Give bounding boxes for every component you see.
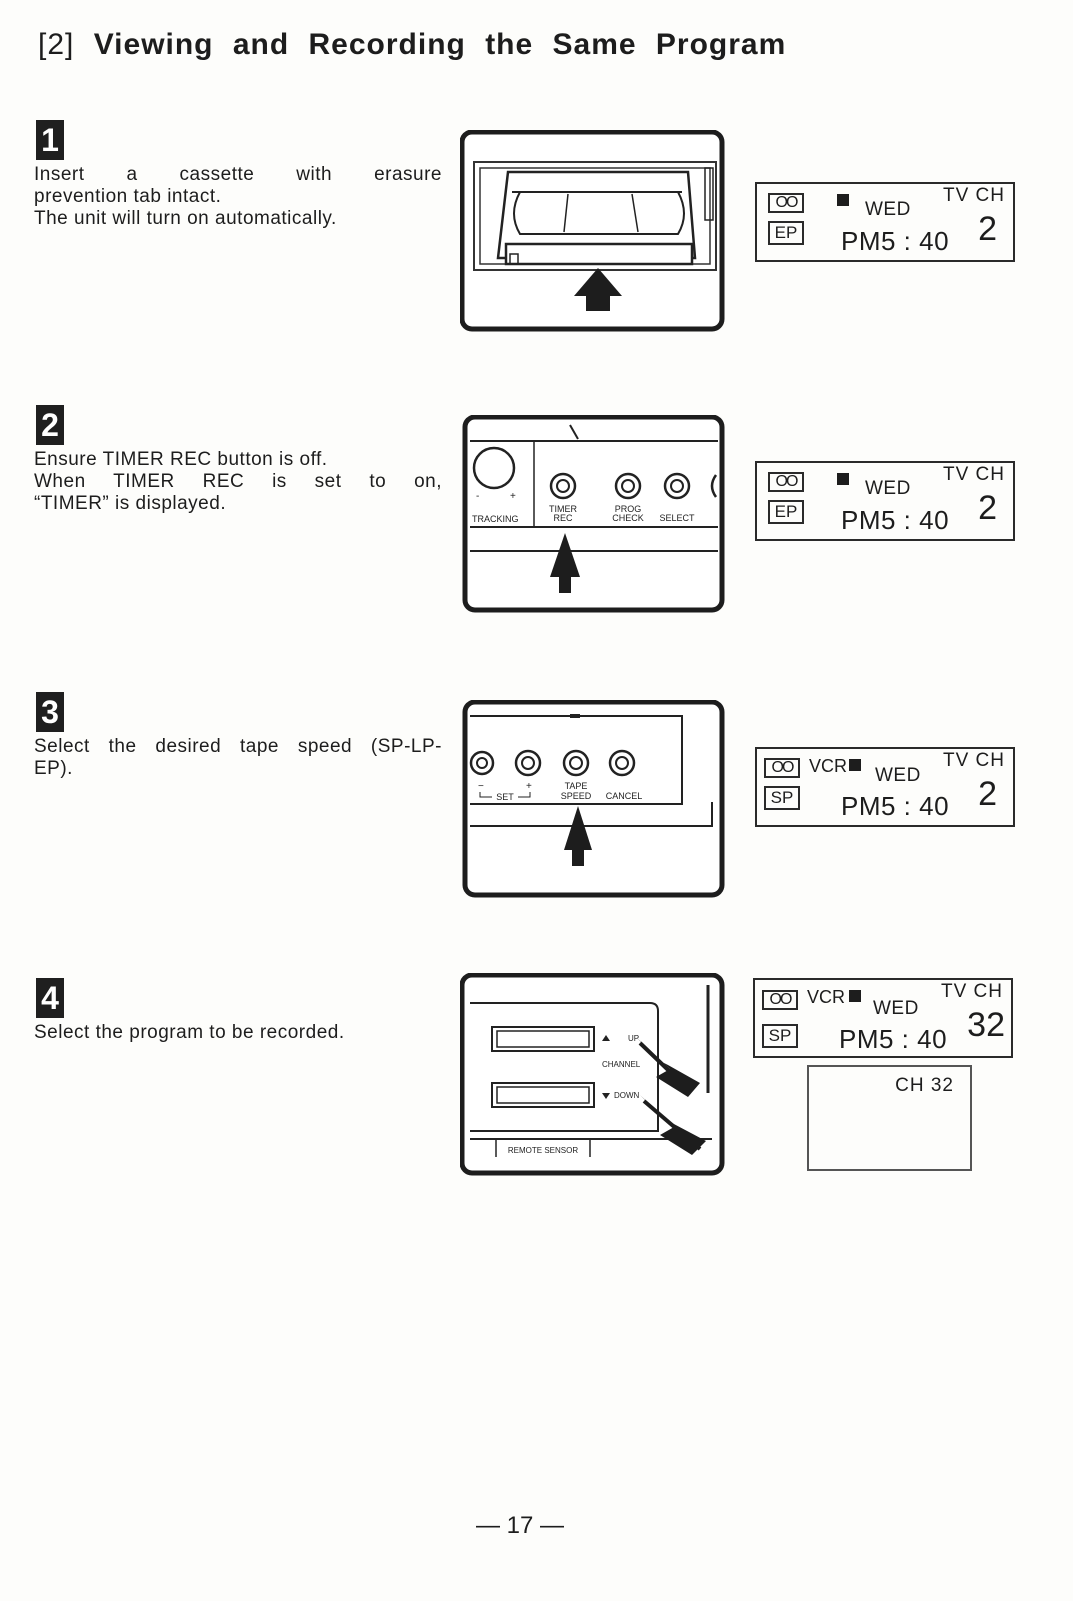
tape-speed-indicator: EP	[768, 221, 804, 245]
instruction-line: prevention tab intact.	[34, 186, 222, 207]
step-number: 4	[36, 978, 64, 1018]
cassette-icon: OO	[768, 193, 804, 213]
step-number: 2	[36, 405, 64, 445]
step-number: 3	[36, 692, 64, 732]
arrow-down-pointer-icon	[640, 1095, 706, 1155]
tape-label: TAPE	[565, 781, 588, 791]
instruction-line: Insert a cassette with erasure	[34, 164, 442, 185]
prog-label: PROG	[615, 504, 642, 514]
tracking-label: TRACKING	[472, 514, 519, 524]
stop-square-icon	[849, 990, 861, 1002]
vcr-display: OO SP VCR WED TV CH PM5 : 40 32	[753, 978, 1013, 1058]
arrow-up-pointer-icon	[636, 1037, 700, 1097]
cancel-button-icon	[608, 749, 636, 777]
page-title: [2] Viewing and Recording the Same Progr…	[38, 28, 786, 62]
title-text: Viewing and Recording the Same Program	[93, 28, 787, 61]
tape-speed-indicator: EP	[768, 500, 804, 524]
instruction-line: When TIMER REC is set to on,	[34, 471, 442, 492]
step-instructions: Insert a cassette with erasure preventio…	[34, 164, 442, 230]
tv-screen-channel-text: CH 32	[895, 1075, 954, 1096]
prog-check-button-icon	[614, 472, 642, 500]
time-readout: PM5 : 40	[841, 791, 950, 821]
vcr-display: OO EP WED TV CH PM5 : 40 2	[755, 182, 1015, 262]
channel-number: 2	[978, 775, 997, 813]
tv-ch-label: TV CH	[941, 981, 1003, 1002]
down-triangle-icon	[602, 1093, 610, 1099]
set-plus-button-icon	[514, 749, 542, 777]
check-label: CHECK	[612, 513, 644, 523]
instruction-line: Select the program to be recorded.	[34, 1022, 345, 1043]
tv-screen: CH 32	[807, 1065, 972, 1171]
rec-label: REC	[553, 513, 573, 523]
stop-square-icon	[837, 473, 849, 485]
channel-number: 2	[978, 210, 997, 248]
set-minus-button-icon	[469, 750, 495, 776]
stop-square-icon	[849, 759, 861, 771]
set-label: SET	[496, 792, 514, 802]
day-indicator: WED	[873, 998, 919, 1019]
day-indicator: WED	[865, 199, 911, 220]
vcr-indicator: VCR	[809, 756, 848, 776]
instruction-line: Select the desired tape speed (SP-LP-	[34, 736, 442, 757]
remote-sensor-label: REMOTE SENSOR	[508, 1146, 578, 1155]
cancel-label: CANCEL	[606, 791, 643, 801]
section-number: [2]	[38, 28, 75, 61]
stop-square-icon	[837, 194, 849, 206]
cassette-insert-illustration	[460, 130, 725, 332]
instruction-line: EP).	[34, 758, 73, 779]
tape-speed-button-icon	[562, 749, 590, 777]
timer-rec-button-icon	[549, 472, 577, 500]
time-readout: PM5 : 40	[841, 226, 950, 256]
plus-label: +	[510, 491, 516, 502]
vcr-display: OO SP VCR WED TV CH PM5 : 40 2	[755, 747, 1015, 827]
cassette-icon: OO	[762, 990, 798, 1010]
step-instructions: Ensure TIMER REC button is off. When TIM…	[34, 449, 442, 515]
cassette-icon: OO	[764, 758, 800, 778]
tv-ch-label: TV CH	[943, 750, 1005, 771]
time-readout: PM5 : 40	[839, 1024, 948, 1054]
tv-ch-label: TV CH	[943, 185, 1005, 206]
speed-label: SPEED	[561, 791, 592, 801]
step-instructions: Select the program to be recorded.	[34, 1022, 442, 1044]
channel-label: CHANNEL	[602, 1060, 641, 1069]
select-label: SELECT	[659, 513, 695, 523]
day-indicator: WED	[875, 765, 921, 786]
instruction-line: “TIMER” is displayed.	[34, 493, 227, 514]
page-number: — 17 —	[475, 1512, 565, 1539]
minus-label: −	[478, 781, 484, 792]
channel-number: 32	[967, 1006, 1005, 1044]
up-label: UP	[628, 1034, 639, 1043]
tape-speed-panel-illustration: − + SET TAPE SPEED CANCEL	[460, 700, 725, 900]
channel-buttons-illustration: UP CHANNEL DOWN REMOTE SENSOR	[460, 973, 725, 1178]
tape-speed-indicator: SP	[762, 1024, 798, 1048]
timer-label: TIMER	[549, 504, 577, 514]
down-label: DOWN	[614, 1091, 640, 1100]
tv-ch-label: TV CH	[943, 464, 1005, 485]
instruction-line: The unit will turn on automatically.	[34, 208, 337, 229]
minus-label: -	[476, 491, 479, 502]
channel-number: 2	[978, 489, 997, 527]
vcr-indicator: VCR	[807, 987, 846, 1007]
time-readout: PM5 : 40	[841, 505, 950, 535]
plus-label: +	[526, 781, 532, 792]
step-number: 1	[36, 120, 64, 160]
select-button-icon	[663, 472, 691, 500]
instruction-line: Ensure TIMER REC button is off.	[34, 449, 328, 470]
up-triangle-icon	[602, 1035, 610, 1041]
tape-speed-indicator: SP	[764, 786, 800, 810]
timer-rec-panel-illustration: - + TRACKING TIMER REC PROG CHECK SELECT	[460, 415, 725, 615]
cassette-icon: OO	[768, 472, 804, 492]
vcr-display: OO EP WED TV CH PM5 : 40 2	[755, 461, 1015, 541]
day-indicator: WED	[865, 478, 911, 499]
step-instructions: Select the desired tape speed (SP-LP- EP…	[34, 736, 442, 780]
